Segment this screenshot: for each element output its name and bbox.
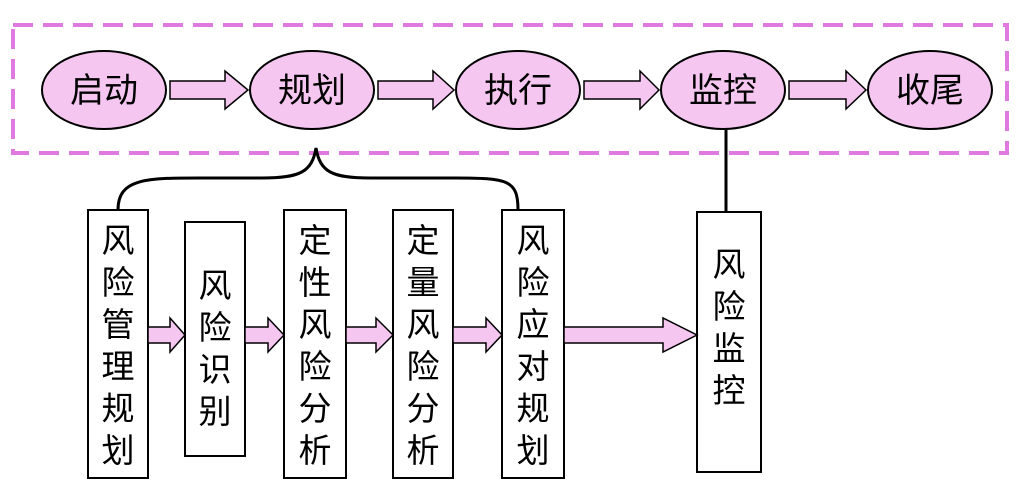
phase-start: 启动 xyxy=(41,50,167,130)
step-risk-response-planning: 风险应对规划 xyxy=(501,209,565,479)
phase-monitor-label: 监控 xyxy=(689,71,757,111)
arrow-execute-to-monitor xyxy=(583,69,661,111)
phase-monitor: 监控 xyxy=(660,50,786,130)
arrow-quantitative-to-response xyxy=(452,316,504,354)
step-risk-management-planning-label: 风险管理规划 xyxy=(102,221,135,470)
arrow-monitor-to-close xyxy=(788,69,868,111)
phase-execute-label: 执行 xyxy=(484,71,552,111)
step-risk-identification: 风险识别 xyxy=(184,221,246,457)
step-qualitative-risk-analysis-label: 定性风险分析 xyxy=(299,221,332,470)
arrow-response-to-monitoring xyxy=(563,316,699,354)
step-risk-response-planning-label: 风险应对规划 xyxy=(517,221,550,470)
step-quantitative-risk-analysis: 定量风险分析 xyxy=(392,209,454,479)
step-qualitative-risk-analysis: 定性风险分析 xyxy=(283,209,347,479)
phase-plan: 规划 xyxy=(249,50,375,130)
phase-start-label: 启动 xyxy=(70,71,138,111)
arrow-start-to-plan xyxy=(169,69,250,111)
step-risk-monitoring: 风险监控 xyxy=(696,211,762,473)
plan-brace-connector xyxy=(116,147,520,211)
phase-group-boundary xyxy=(11,23,1009,155)
phase-execute: 执行 xyxy=(455,50,581,130)
arrow-planning-to-identification xyxy=(147,316,187,354)
arrow-qualitative-to-quantitative xyxy=(345,316,395,354)
arrow-plan-to-execute xyxy=(377,69,456,111)
phase-close: 收尾 xyxy=(867,50,993,130)
phase-plan-label: 规划 xyxy=(278,71,346,111)
arrow-identification-to-qualitative xyxy=(244,316,286,354)
step-risk-identification-label: 风险识别 xyxy=(199,266,232,431)
step-quantitative-risk-analysis-label: 定量风险分析 xyxy=(407,221,440,470)
step-risk-management-planning: 风险管理规划 xyxy=(87,209,149,479)
step-risk-monitoring-label: 风险监控 xyxy=(713,245,746,410)
phase-close-label: 收尾 xyxy=(896,71,964,111)
